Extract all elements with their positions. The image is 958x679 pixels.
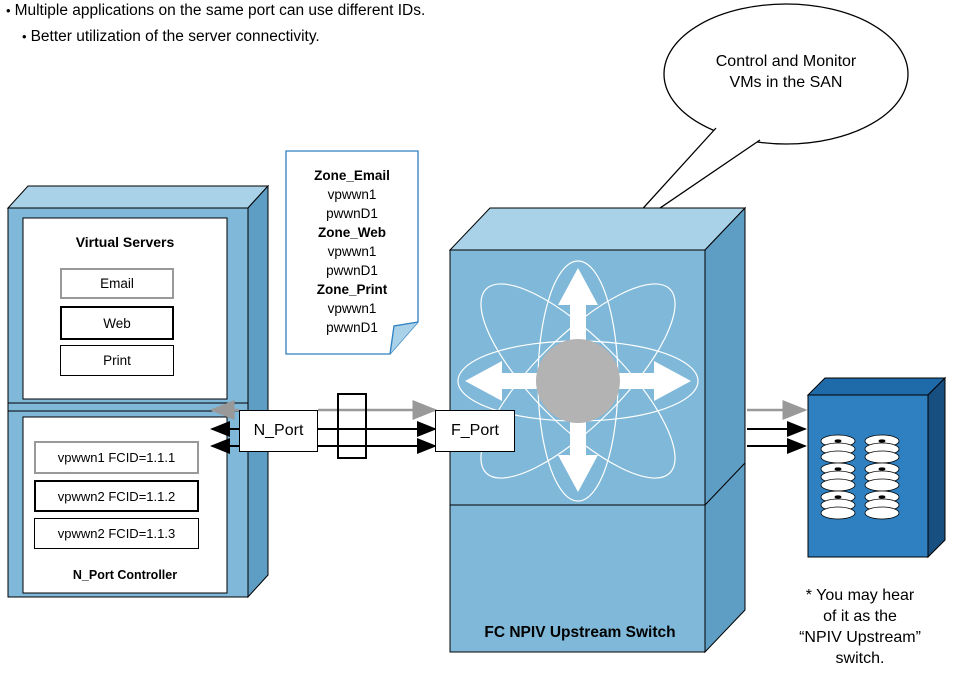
bullet-1: •Multiple applications on the same port … [6,2,426,19]
zone-email-member-1: vpwwn1 [327,187,377,202]
callout-text: Control and Monitor VMs in the SAN [680,51,892,93]
virtual-servers-title: Virtual Servers [75,234,175,250]
f-port-box: F_Port [435,410,515,452]
n-port-box: N_Port [239,410,318,452]
switch-label: FC NPIV Upstream Switch [484,624,676,641]
zone-email-member-2: pwwnD1 [326,206,378,221]
n-port-controller-label: N_Port Controller [72,568,178,582]
footnote-line-4: switch. [835,650,885,667]
footnote: * You may hear of it as the “NPIV Upstre… [770,585,950,669]
bullet-2: •Better utilization of the server connec… [22,28,320,45]
id-vpwwn2-b: vpwwn2 FCID=1.1.3 [34,518,199,549]
switch-hub [536,339,620,423]
zone-print-label: Zone_Print [316,282,388,297]
zone-print-member-1: vpwwn1 [327,301,377,316]
callout-line-2: VMs in the SAN [729,74,843,91]
bullet-2-text: Better utilization of the server connect… [30,28,320,45]
zone-note-paper [285,150,419,355]
bullet-1-text: Multiple applications on the same port c… [14,2,426,19]
callout-bubble [615,3,909,239]
app-web: Web [60,306,174,340]
zone-note-text: Zone_Email vpwwn1 pwwnD1 Zone_Web vpwwn1… [286,166,418,337]
app-print: Print [60,345,174,376]
callout-line-1: Control and Monitor [715,53,857,70]
disk-stacks [820,434,900,520]
footnote-line-2: of it as the [823,608,897,625]
id-vpwwn2-a: vpwwn2 FCID=1.1.2 [34,480,199,512]
zone-web-member-1: vpwwn1 [327,244,377,259]
app-email: Email [60,268,174,299]
footnote-line-3: “NPIV Upstream” [799,629,921,646]
zone-web-label: Zone_Web [317,225,386,240]
zone-web-member-2: pwwnD1 [326,263,378,278]
footnote-line-1: * You may hear [805,587,915,604]
zone-email-label: Zone_Email [314,168,390,183]
id-vpwwn1: vpwwn1 FCID=1.1.1 [34,441,199,474]
link-bundle-bracket [337,393,367,459]
zone-print-member-2: pwwnD1 [326,320,378,335]
